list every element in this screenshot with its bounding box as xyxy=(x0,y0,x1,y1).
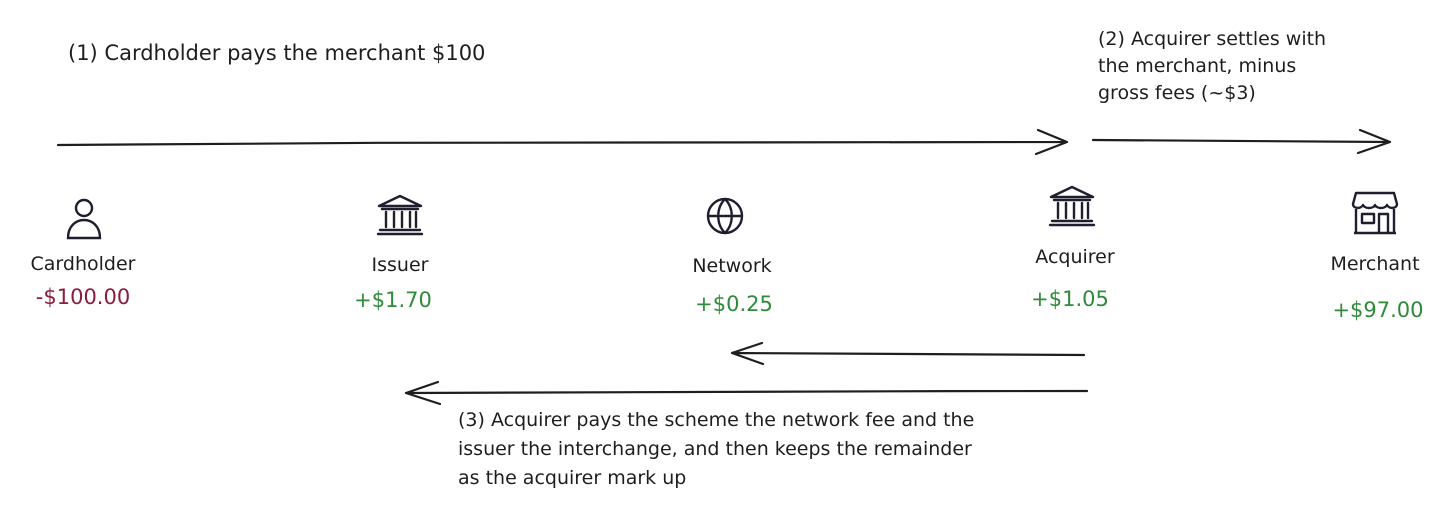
step-1-note: (1) Cardholder pays the merchant $100 xyxy=(68,41,486,65)
cardholder-label: Cardholder xyxy=(30,253,136,275)
network-label: Network xyxy=(692,255,772,277)
step-2-note: (2) Acquirer settles with the merchant, … xyxy=(1098,28,1327,104)
merchant-amount: +$97.00 xyxy=(1332,298,1424,322)
issuer-amount: +$1.70 xyxy=(354,288,432,312)
payment-arrow xyxy=(56,128,1069,156)
settlement-arrow xyxy=(1091,128,1392,155)
cardholder-amount: -$100.00 xyxy=(35,285,131,309)
step-3-note: (3) Acquirer pays the scheme the network… xyxy=(458,409,975,489)
bank-icon xyxy=(1048,185,1096,227)
acquirer-label: Acquirer xyxy=(1035,246,1115,268)
network-fee-arrow xyxy=(730,341,1086,366)
network-amount: +$0.25 xyxy=(695,292,773,316)
globe-icon xyxy=(706,197,744,235)
store-icon xyxy=(1351,191,1399,235)
acquirer-amount: +$1.05 xyxy=(1031,287,1109,311)
merchant-label: Merchant xyxy=(1330,253,1420,275)
issuer-label: Issuer xyxy=(371,254,429,276)
interchange-arrow xyxy=(404,380,1089,406)
person-icon xyxy=(66,198,102,240)
bank-icon xyxy=(376,194,424,236)
